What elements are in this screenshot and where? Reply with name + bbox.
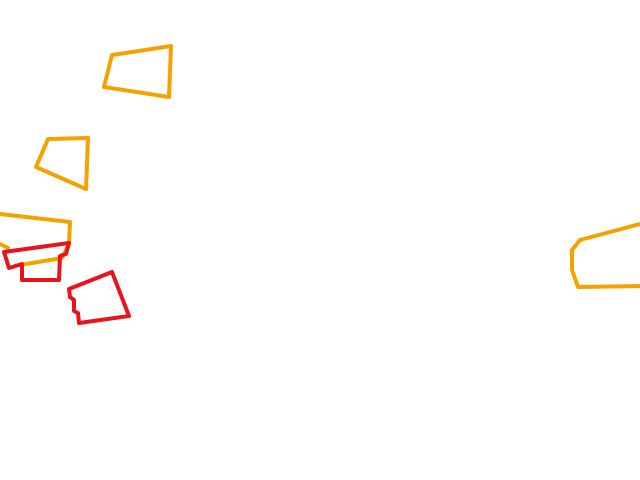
orange-quad-upper-left [34,136,90,191]
orange-stub-left [0,242,10,250]
orange-outlines [0,44,640,289]
orange-quad-top [102,44,173,99]
red-outlines [2,241,131,325]
red-stepped-shape-left [2,241,71,282]
red-stepped-shape-middle [67,270,131,325]
orange-shape-right-edge [570,222,640,289]
